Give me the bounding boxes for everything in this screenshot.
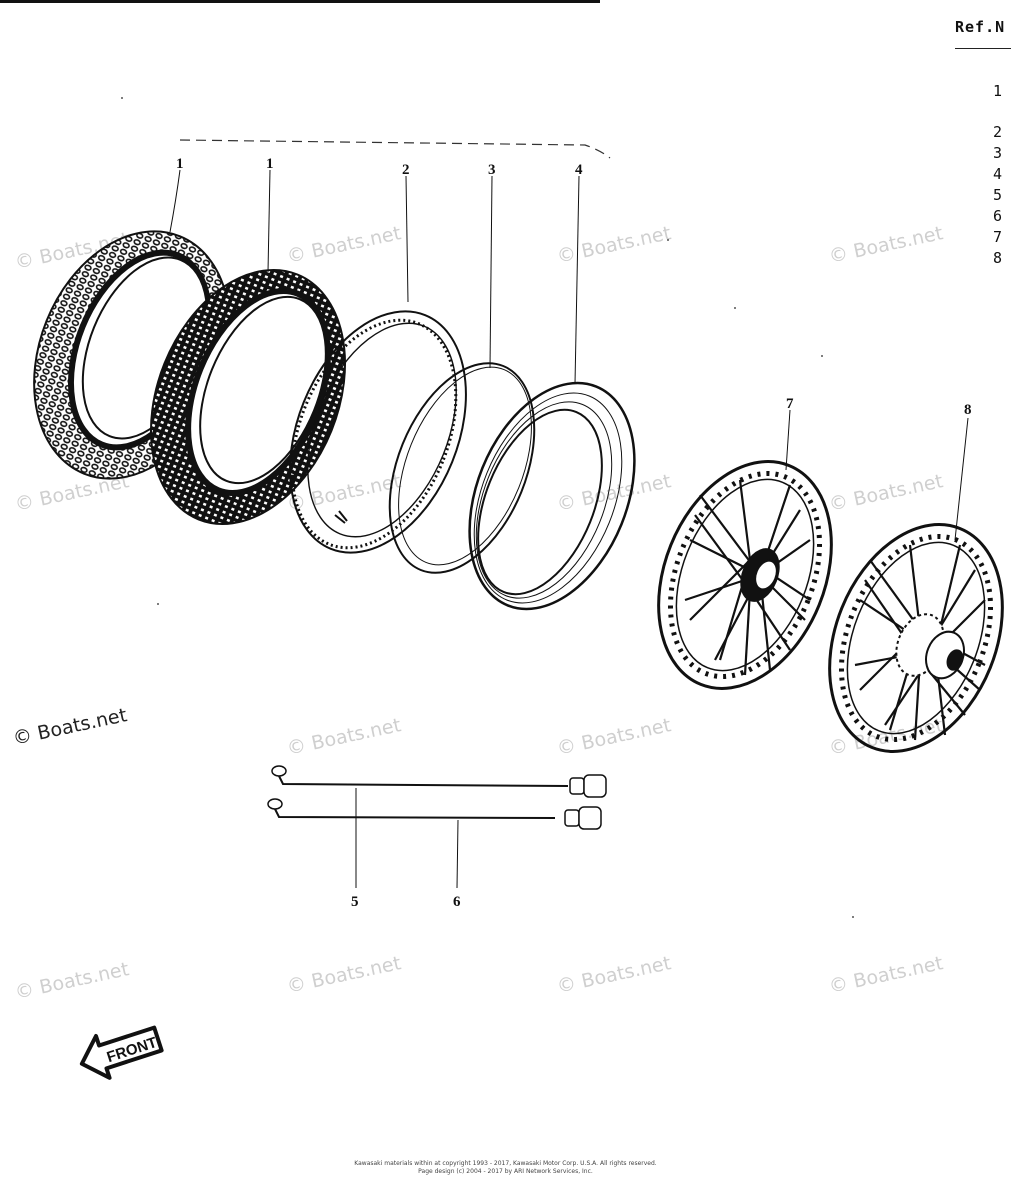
ref-number[interactable]: 6 [993,207,1003,225]
ref-number-column: Ref.N 1 2 3 4 5 6 7 8 [955,18,1011,278]
wheel-assembly-rear[interactable] [798,499,1011,778]
ref-column-rule [955,48,1011,49]
ref-number[interactable]: 8 [993,249,1003,267]
spoke-short[interactable] [267,798,602,830]
group-bracket-line [179,139,611,159]
callout-8-wheel[interactable]: 8 [964,402,972,418]
wheel-assembly-front[interactable] [627,436,864,715]
callout-6-spoke[interactable]: 6 [453,894,461,910]
footer-copyright-line2: Page design (c) 2004 - 2017 by ARI Netwo… [418,1168,593,1175]
front-direction-arrow: FRONT [79,1025,164,1080]
ref-number[interactable]: 5 [993,186,1003,204]
callout-2-tube[interactable]: 2 [402,162,410,178]
callout-1-front-tire[interactable]: 1 [176,156,184,172]
callout-1-rear-tire[interactable]: 1 [266,156,274,172]
callout-3-rim-band[interactable]: 3 [488,162,496,178]
spoke-long[interactable] [271,765,607,798]
ref-column-header: Ref.N [955,18,1006,36]
callout-4-rim[interactable]: 4 [575,162,583,178]
ref-number[interactable]: 7 [993,228,1003,246]
inner-tube[interactable] [257,285,500,579]
footer-copyright-line1: Kawasaki materials within at copyright 1… [354,1160,657,1167]
rim[interactable] [438,358,665,633]
leader-lines [169,169,969,889]
scan-specks [121,97,854,918]
callout-7-wheel[interactable]: 7 [786,396,794,412]
ref-number[interactable]: 4 [993,165,1003,183]
ref-number[interactable]: 2 [993,123,1003,141]
callout-5-spoke[interactable]: 5 [351,894,359,910]
rim-band[interactable] [361,342,562,594]
top-border-line [0,0,600,3]
ref-number[interactable]: 3 [993,144,1003,162]
ref-number[interactable]: 1 [993,82,1003,100]
